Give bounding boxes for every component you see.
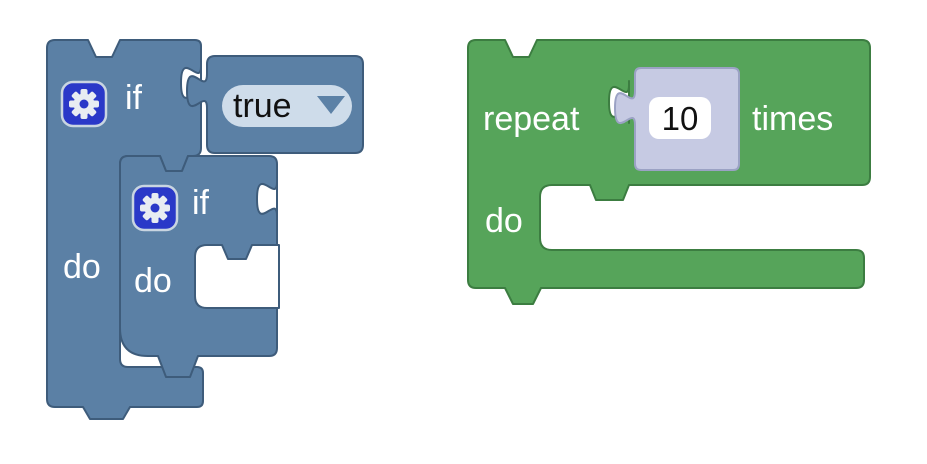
boolean-true-block[interactable]: true — [186, 55, 364, 154]
nested-if-label: if — [192, 184, 210, 222]
dropdown-value: true — [233, 87, 292, 125]
outer-if-block[interactable] — [46, 39, 204, 420]
nested-do-label: do — [134, 262, 172, 300]
dropdown-arrow-icon[interactable] — [317, 96, 345, 114]
outer-if-label: if — [125, 79, 143, 117]
nested-if-mutator[interactable] — [131, 184, 179, 232]
repeat-block-body[interactable] — [467, 39, 871, 305]
outer-if-mutator[interactable] — [60, 80, 108, 128]
gear-glyph-icon — [140, 193, 170, 223]
gear-glyph-icon — [69, 89, 99, 119]
repeat-do-label: do — [485, 202, 523, 240]
repeat-block[interactable]: 10 repeat times do — [467, 39, 871, 305]
number-shadow-block[interactable]: 10 — [614, 67, 740, 171]
dropdown-pill[interactable] — [222, 85, 352, 127]
outer-if-block-body[interactable] — [46, 39, 204, 420]
outer-do-label: do — [63, 248, 101, 286]
number-field[interactable] — [649, 97, 711, 139]
nested-if-value-socket — [256, 177, 278, 221]
repeat-label: repeat — [483, 100, 580, 138]
true-dropdown[interactable]: true — [222, 85, 352, 127]
number-field-value: 10 — [662, 100, 699, 137]
times-label: times — [752, 100, 833, 138]
nested-do-cutout — [194, 244, 280, 309]
